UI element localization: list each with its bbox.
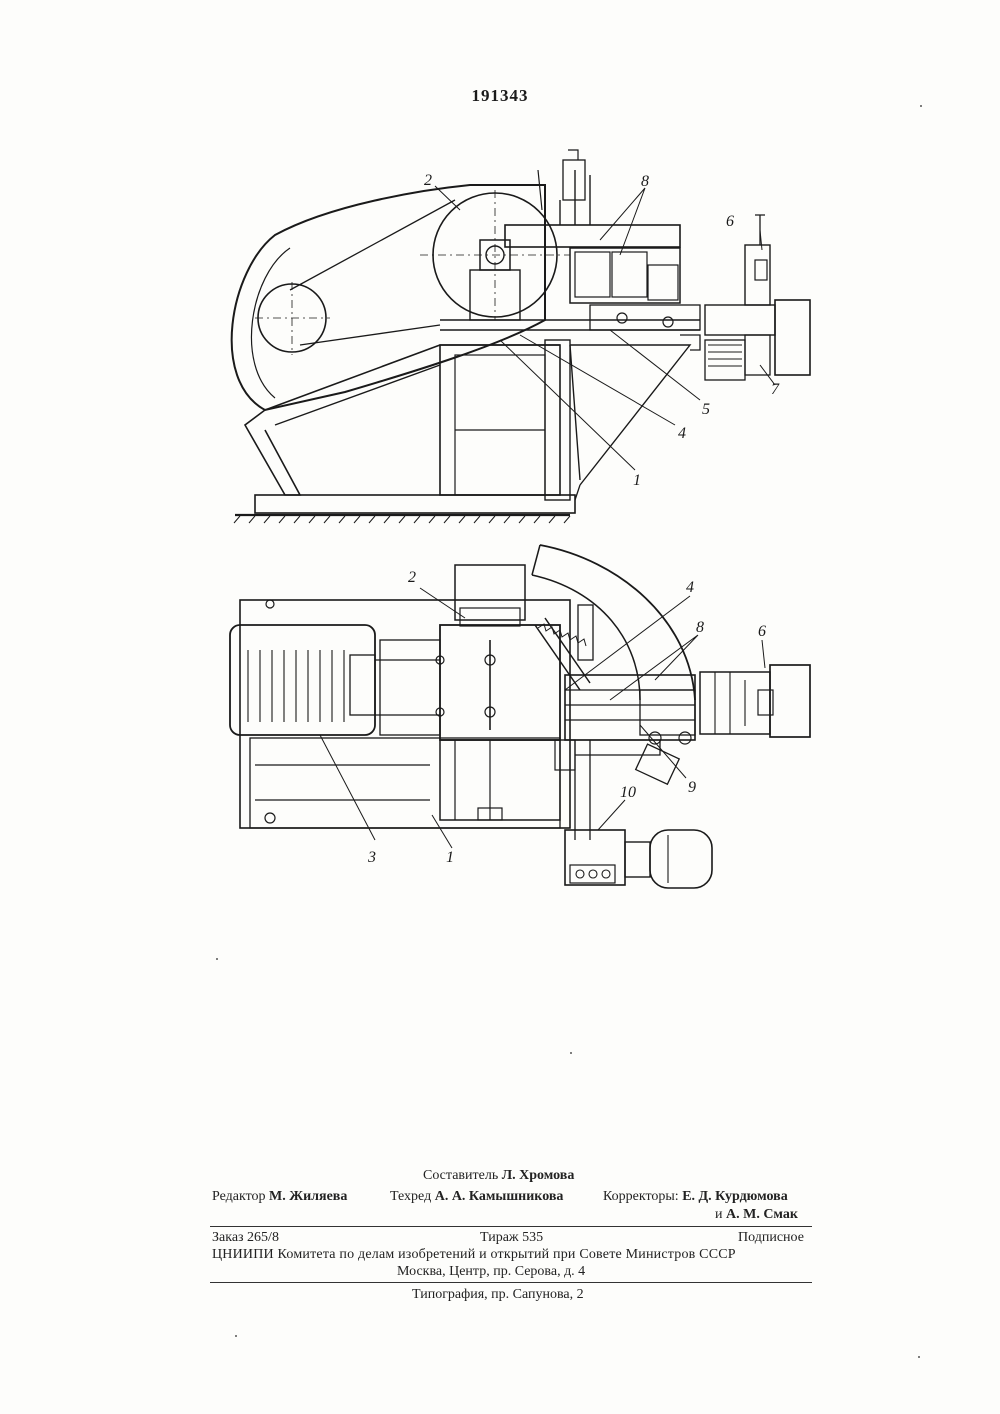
callout-2-top: 2 — [408, 569, 416, 586]
scan-speck — [918, 1356, 920, 1358]
callout-6-side: 6 — [726, 213, 734, 230]
editor-label: Редактор — [212, 1189, 266, 1204]
order-number: Заказ 265/8 — [212, 1230, 279, 1246]
correctors-line: Корректоры: Е. Д. Курдюмова — [603, 1189, 788, 1205]
divider-bottom — [210, 1282, 812, 1283]
compiler-name: Л. Хромова — [502, 1168, 575, 1183]
callout-9-top: 9 — [688, 779, 696, 796]
corrector-2-prefix: и — [715, 1207, 723, 1222]
callout-4-top: 4 — [686, 579, 694, 596]
callout-2-side: 2 — [424, 172, 432, 189]
editor-name: М. Жиляева — [269, 1189, 347, 1204]
compiler-label: Составитель — [423, 1168, 498, 1183]
callout-6-top: 6 — [758, 623, 766, 640]
scan-speck — [920, 105, 922, 107]
callout-8-side: 8 — [641, 173, 649, 190]
callout-7-side: 7 — [771, 381, 780, 398]
divider-top — [210, 1226, 812, 1227]
correctors-label: Корректоры: — [603, 1189, 679, 1204]
editor-line: Редактор М. Жиляева — [212, 1189, 347, 1205]
callout-1-side: 1 — [633, 472, 641, 489]
corrector-2-line: и А. М. Смак — [715, 1207, 798, 1223]
compiler-line: Составитель Л. Хромова — [423, 1168, 574, 1184]
corrector-2: А. М. Смак — [726, 1207, 798, 1222]
top-view — [230, 545, 810, 888]
technical-drawing: 2 8 6 7 5 4 1 — [0, 0, 1000, 920]
callout-8-top: 8 — [696, 619, 704, 636]
printing-house: Типография, пр. Сапунова, 2 — [412, 1287, 584, 1303]
subscription-note: Подписное — [738, 1230, 804, 1246]
techred-name: А. А. Камышникова — [435, 1189, 564, 1204]
callout-3-top: 3 — [367, 849, 376, 866]
techred-line: Техред А. А. Камышникова — [390, 1189, 563, 1205]
institute-line: ЦНИИПИ Комитета по делам изобретений и о… — [212, 1247, 736, 1263]
callout-10-top: 10 — [620, 784, 636, 801]
techred-label: Техред — [390, 1189, 431, 1204]
scan-speck — [235, 1335, 237, 1337]
callout-5-side: 5 — [702, 401, 710, 418]
scan-speck — [570, 1052, 572, 1054]
address-line: Москва, Центр, пр. Серова, д. 4 — [397, 1264, 585, 1280]
callout-1-top: 1 — [446, 849, 454, 866]
scan-speck — [216, 958, 218, 960]
side-view — [232, 150, 810, 523]
print-run: Тираж 535 — [480, 1230, 543, 1246]
corrector-1: Е. Д. Курдюмова — [682, 1189, 788, 1204]
callout-4-side: 4 — [678, 425, 686, 442]
